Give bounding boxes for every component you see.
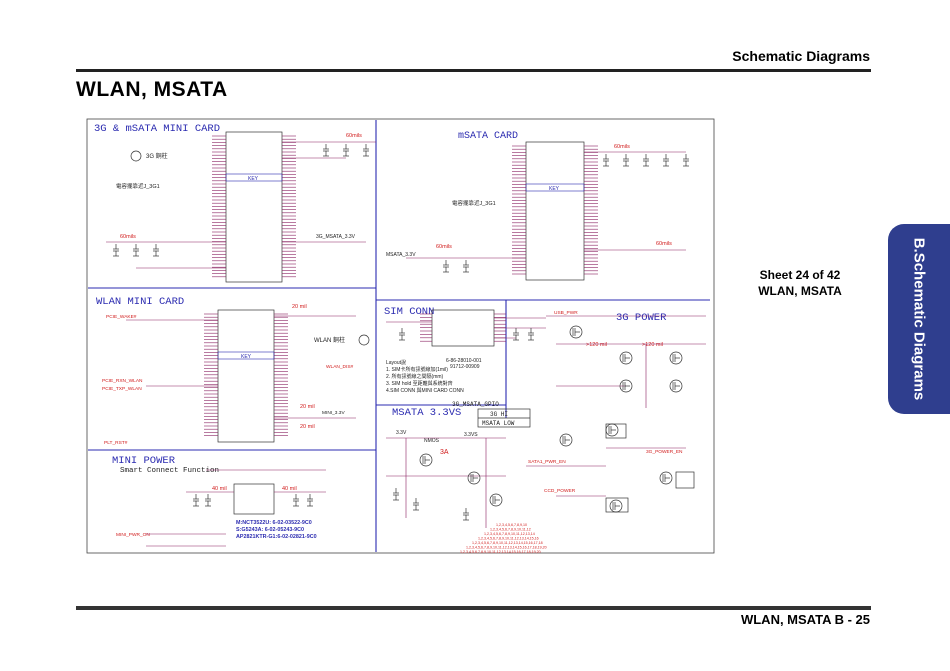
side-tab[interactable]: B.Schematic Diagrams	[888, 224, 950, 414]
footer-label: WLAN, MSATA B - 25	[740, 612, 870, 627]
ic-notes: M:NCT3522U: 6-02-03522-9C0 S:G5243A: 6-0…	[236, 520, 317, 540]
mils-label-4: 60mils	[436, 244, 452, 250]
key-label-2: KEY	[549, 186, 560, 192]
v33-label: 3.3V	[396, 430, 407, 436]
mils-label-8: 20 mil	[300, 424, 315, 430]
side-tab-label: B.Schematic Diagrams	[910, 237, 928, 401]
mils-label-3: 60mils	[614, 144, 630, 150]
wlan-post-label: WLAN 銅柱	[314, 336, 345, 344]
svg-text:M:NCT3522U: 6-02-03522-9C0: M:NCT3522U: 6-02-03522-9C0	[236, 520, 312, 526]
wlan-dis-net: WLAN_DIS#	[326, 364, 354, 370]
mils-label-5: 60mils	[656, 241, 672, 247]
gpio-hi: 3G HI	[490, 411, 508, 418]
sim-part-alt: 91712-00909	[450, 364, 480, 370]
smart-connect-label: Smart Connect Function	[120, 467, 219, 475]
tx-net: PCIE_TXP_WLAN	[102, 386, 142, 392]
svg-text:1,2,3,4,5,6,7,8,9,10,11,12: 1,2,3,4,5,6,7,8,9,10,11,12	[490, 528, 531, 532]
mils-label-9: >120 mil	[586, 342, 607, 348]
block-title-msata33: MSATA 3.3VS	[392, 407, 461, 419]
msata-connector: KEY	[512, 141, 598, 281]
nmos-label: NMOS	[424, 438, 440, 444]
power-switch-ic	[233, 483, 275, 515]
schematic-frame	[86, 118, 715, 554]
svg-text:1,2,3,4,5,6,7,8,9,10,11,12,13,: 1,2,3,4,5,6,7,8,9,10,11,12,13,14,15,16,1…	[472, 541, 543, 545]
svg-text:1,2,3,4,5,6,7,8,9,10: 1,2,3,4,5,6,7,8,9,10	[496, 523, 527, 527]
svg-text:1,2,3,4,5,6,7,8,9,10,11,12,13,: 1,2,3,4,5,6,7,8,9,10,11,12,13,14,15,16	[478, 537, 539, 541]
cap-note-msata: 電容擺靠近J_3G1	[452, 199, 496, 207]
mils-label-6: 20 mil	[292, 304, 307, 310]
3g-post-label: 3G 銅柱	[146, 152, 168, 160]
svg-text:AP2821KTR-G1:6-02-02821-9C0: AP2821KTR-G1:6-02-02821-9C0	[236, 534, 317, 540]
gpio-table: 3G_MSATA_GPIO 3G HI MSATA LOW	[452, 401, 531, 428]
block-title-msata-card: mSATA CARD	[458, 131, 518, 142]
mils-label-7: 20 mil	[300, 404, 315, 410]
svg-text:2. 所有訊號線之間隔(mm): 2. 所有訊號線之間隔(mm)	[386, 373, 444, 380]
wlan-connector: KEY	[204, 309, 288, 443]
mils-label-2: 60mils	[120, 234, 136, 240]
svg-text:4.SIM CONN 與MINI CARD CONN: 4.SIM CONN 與MINI CARD CONN	[386, 387, 464, 394]
mini-pwr-net: MINI_PWR_ON	[116, 532, 150, 538]
block-title-wlan: WLAN MINI CARD	[96, 296, 184, 308]
block-title-3g-msata: 3G & mSATA MINI CARD	[94, 123, 220, 135]
svg-text:S:G5243A: 6-02-05243-9C0: S:G5243A: 6-02-05243-9C0	[236, 527, 304, 533]
mils-label-11: 40 mil	[212, 486, 227, 492]
sata-pwr-net: SATA1_PWR_EN	[528, 459, 566, 465]
rst-net: PLT_RST#	[104, 440, 128, 446]
cap-note-3g: 電容擺靠近J_3G1	[116, 182, 160, 190]
key-label-3: KEY	[241, 354, 252, 360]
svg-text:1,2,3,4,5,6,7,8,9,10,11,12,13,: 1,2,3,4,5,6,7,8,9,10,11,12,13,14,15,16,1…	[460, 550, 541, 554]
power-en-net: 3G_POWER_EN	[646, 449, 683, 455]
layout-notes: Layout說 1. SIM卡所有訊號線加(1mil) 2. 所有訊號線之間隔(…	[386, 359, 464, 394]
gpio-title: 3G_MSATA_GPIO	[452, 401, 499, 408]
mini-rail-label: MINI_3.3V	[322, 410, 345, 416]
footer-rule	[76, 606, 871, 610]
block-title-3g-power: 3G POWER	[616, 312, 667, 324]
current-label: 3A	[440, 449, 449, 456]
svg-text:1. SIM卡所有訊號線加(1mil): 1. SIM卡所有訊號線加(1mil)	[386, 366, 448, 373]
mini3g-connector: KEY	[212, 131, 296, 283]
svg-text:1,2,3,4,5,6,7,8,9,10,11,12,13,: 1,2,3,4,5,6,7,8,9,10,11,12,13,14,15,16,1…	[466, 546, 547, 550]
schematic-diagram: 3G & mSATA MINI CARD mSATA CARD WLAN MIN…	[86, 118, 715, 554]
sim-part-number: 6-86-28010-001	[446, 358, 482, 364]
wake-net: PCIE_WAKE#	[106, 314, 137, 320]
mils-label-10: >120 mil	[642, 342, 663, 348]
svg-text:Layout說: Layout說	[386, 359, 406, 366]
svg-text:1,2,3,4,5,6,7,8,9,10,11,12,13,: 1,2,3,4,5,6,7,8,9,10,11,12,13,14	[484, 532, 535, 536]
header-rule	[76, 69, 871, 72]
gpio-low: MSATA LOW	[482, 420, 515, 427]
block-title-mini-power: MINI POWER	[112, 455, 176, 467]
v33s-label: 3.3VS	[464, 432, 478, 438]
msata-rail-label: MSATA_3.3V	[386, 252, 416, 258]
rx-net: PCIE_RXN_WLAN	[102, 378, 143, 384]
mils-label-12: 40 mil	[282, 486, 297, 492]
ccd-net: CCD_POWER	[544, 488, 576, 494]
mils-label-1: 60mils	[346, 133, 362, 139]
wlan-post-symbol	[358, 334, 370, 346]
usb-pwr-net: USB_PWR	[554, 310, 578, 316]
page-title: WLAN, MSATA	[76, 78, 228, 101]
g3-rail-label: 3G_MSATA_3.3V	[316, 234, 356, 240]
3g-post-symbol	[130, 150, 142, 162]
block-title-sim: SIM CONN	[384, 306, 434, 318]
sheet-info: Sheet 24 of 42 WLAN, MSATA	[742, 267, 858, 299]
section-header: Schematic Diagrams	[732, 48, 870, 64]
block-dividers	[88, 120, 710, 552]
sheet-number: Sheet 24 of 42	[759, 268, 841, 282]
sheet-title: WLAN, MSATA	[758, 284, 842, 298]
key-label-1: KEY	[248, 176, 259, 182]
svg-text:3. SIM hold 至距離與系統對齊: 3. SIM hold 至距離與系統對齊	[386, 380, 453, 387]
